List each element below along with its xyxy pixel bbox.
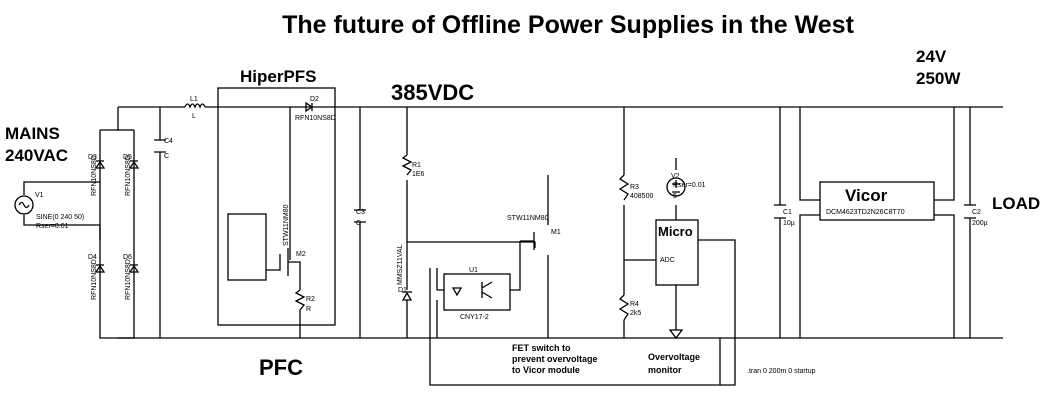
d3-name: D3 xyxy=(88,154,97,161)
r2-name: R2 xyxy=(306,296,315,303)
wires xyxy=(23,87,1003,386)
c4-name: C4 xyxy=(164,138,173,145)
ov-note-1: Overvoltage xyxy=(648,352,700,362)
adc-label: ADC xyxy=(660,257,675,264)
d2-part: RFN10NS8D xyxy=(295,115,336,122)
c1-value: 10µ xyxy=(783,220,795,227)
d3-part: RFN10NS8D xyxy=(91,155,98,196)
bridge-diodes xyxy=(94,160,140,273)
l1-value: L xyxy=(192,113,196,120)
u1-led-symbol xyxy=(451,287,463,297)
d1-part: MMSZ11VAL xyxy=(397,244,404,285)
fet-note-1: FET switch to xyxy=(512,343,571,353)
v2-source-symbol xyxy=(666,177,686,197)
vicor-part: DCM4623TD2N26C8T70 xyxy=(826,209,905,216)
r4-symbol xyxy=(618,294,630,321)
v1-source-symbol xyxy=(14,195,34,215)
u1-part: CNY17-2 xyxy=(460,314,489,321)
v1-value-1: SINE(0 240 50) xyxy=(36,214,84,221)
c3-value: C xyxy=(356,220,361,227)
v2-name: V2 xyxy=(671,173,680,180)
d2-name: D2 xyxy=(310,96,319,103)
d1-name: D1 xyxy=(398,287,407,294)
v1-value-2: Rser=0.01 xyxy=(36,223,69,230)
r4-name: R4 xyxy=(630,301,639,308)
r2-symbol xyxy=(294,289,306,311)
c1-symbol xyxy=(774,204,786,219)
c3-name: C3 xyxy=(356,209,365,216)
mains-label-2: 240VAC xyxy=(5,146,68,165)
micro-label: Micro xyxy=(658,224,693,239)
m1-name: M1 xyxy=(551,229,561,236)
hiperpfs-label: HiperPFS xyxy=(240,67,317,86)
r1-value: 1E6 xyxy=(412,171,425,178)
r1-name: R1 xyxy=(412,162,421,169)
r3-value: 408500 xyxy=(630,193,653,200)
tran-directive: .tran 0 200m 0 startup xyxy=(747,368,816,375)
r4-value: 2k5 xyxy=(630,310,641,317)
v1-name: V1 xyxy=(35,192,44,199)
fet-note-2: prevent overvoltage xyxy=(512,354,598,364)
c2-value: 200µ xyxy=(972,220,988,227)
c1-name: C1 xyxy=(783,209,792,216)
d6-name: D6 xyxy=(123,254,132,261)
page-title: The future of Offline Power Supplies in … xyxy=(282,11,854,39)
ov-note-2: monitor xyxy=(648,365,682,375)
d5-name: D5 xyxy=(123,154,132,161)
c2-name: C2 xyxy=(972,209,981,216)
vicor-label: Vicor xyxy=(845,186,888,205)
u1-transistor-symbol xyxy=(481,281,493,299)
fet-note-3: to Vicor module xyxy=(512,365,580,375)
d2-diode-symbol xyxy=(305,101,314,113)
d6-part: RFN10NS8D xyxy=(125,259,132,300)
r2-value: R xyxy=(306,306,311,313)
d5-part: RFN10NS8D xyxy=(125,155,132,196)
c2-symbol xyxy=(964,204,976,219)
u1-name: U1 xyxy=(469,267,478,274)
l1-inductor-symbol xyxy=(184,103,206,109)
d4-name: D4 xyxy=(88,254,97,261)
output-voltage-label: 24V xyxy=(916,47,947,66)
c4-symbol xyxy=(154,139,166,153)
v2-value-1: Rser=0.01 xyxy=(673,182,706,189)
l1-name: L1 xyxy=(190,96,198,103)
pfc-label: PFC xyxy=(259,355,303,380)
mains-label-1: MAINS xyxy=(5,124,60,143)
c3-symbol xyxy=(354,209,366,223)
d1-zener-symbol xyxy=(401,291,413,301)
v2-value-2: 5 xyxy=(673,193,677,200)
v2-polarity-icon xyxy=(672,180,680,193)
r3-name: R3 xyxy=(630,184,639,191)
m2-part: STW11NM80 xyxy=(283,204,290,246)
load-label: LOAD xyxy=(992,194,1040,213)
m2-name: M2 xyxy=(296,251,306,258)
r3-symbol xyxy=(618,174,630,201)
ground-icon xyxy=(668,329,684,340)
r1-symbol xyxy=(401,154,413,176)
m1-part: STW11NM80 xyxy=(507,215,549,222)
bus-voltage-label: 385VDC xyxy=(391,80,474,105)
v1-sine-icon xyxy=(18,201,30,209)
output-power-label: 250W xyxy=(916,69,961,88)
d4-part: RFN10NS8D xyxy=(91,259,98,300)
c4-value: C xyxy=(164,153,169,160)
